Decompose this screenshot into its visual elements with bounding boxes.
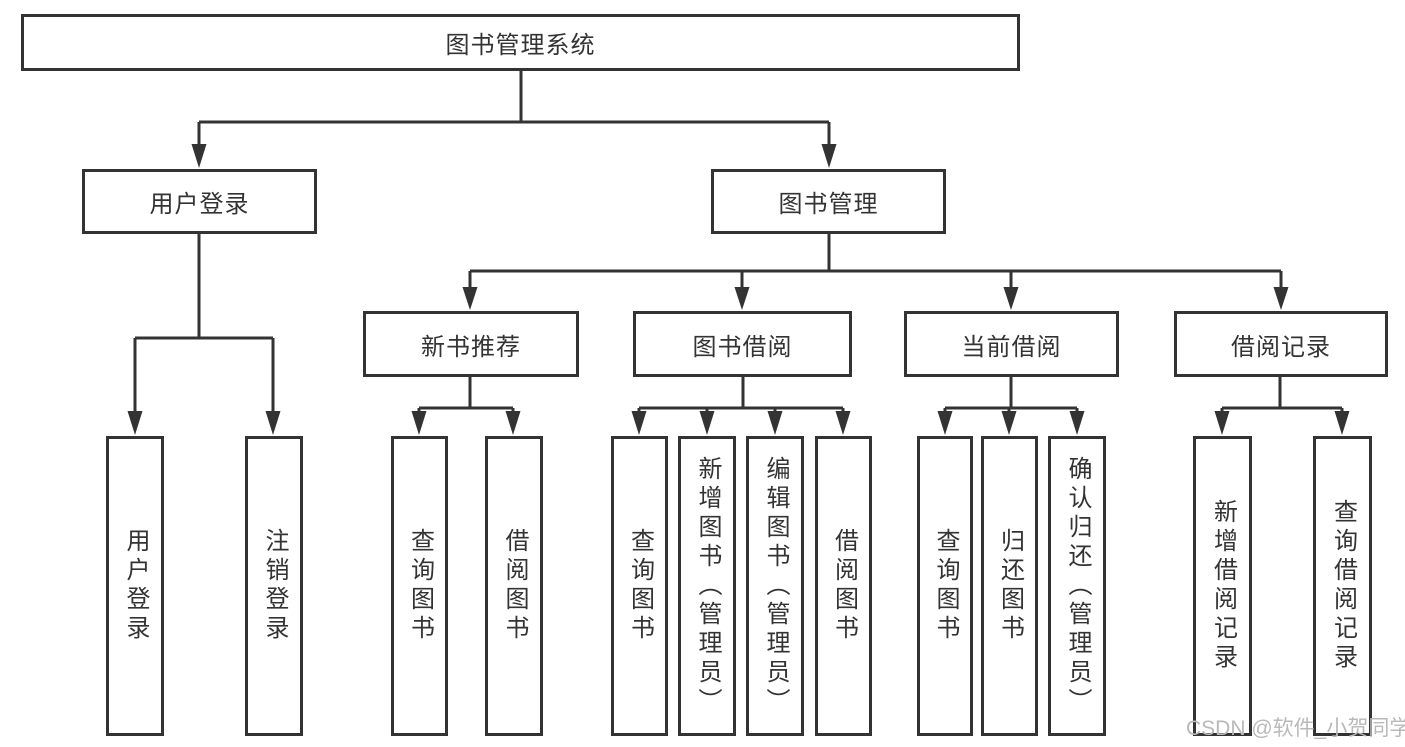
node-label: 图书借阅 <box>692 333 793 361</box>
node-borrow-records: 借阅记录 <box>1174 311 1388 377</box>
node-label: 查询借阅记录 <box>1329 499 1357 673</box>
node-label: 借阅图书 <box>501 528 528 644</box>
node-label: 借阅图书 <box>830 528 858 644</box>
leaf-borrow-query-books: 查询图书 <box>611 436 668 736</box>
connector-userlogin-to-leaves <box>127 234 281 435</box>
node-user-login: 用户登录 <box>82 169 317 234</box>
node-label: 确认归还（管理员） <box>1064 455 1091 717</box>
leaf-current-return-books: 归还图书 <box>981 436 1038 736</box>
node-book-management: 图书管理 <box>711 169 946 234</box>
node-label: 借阅记录 <box>1231 333 1331 361</box>
leaf-borrow-add-books-admin: 新增图书（管理员） <box>678 436 736 736</box>
node-label: 查询图书 <box>626 528 654 644</box>
node-label: 图书管理 <box>778 191 879 218</box>
node-label: 新增借阅记录 <box>1209 499 1237 673</box>
leaf-logout: 注销登录 <box>245 436 303 736</box>
node-book-borrow: 图书借阅 <box>633 311 852 377</box>
leaf-borrow-borrow-books: 借阅图书 <box>815 436 872 736</box>
csdn-watermark: CSDN @软件_小贺同学 <box>1186 717 1405 740</box>
node-label: 编辑图书（管理员） <box>762 455 789 717</box>
leaf-current-confirm-return-admin: 确认归还（管理员） <box>1048 436 1106 736</box>
node-label: 新书推荐 <box>421 333 521 361</box>
node-label: 当前借阅 <box>961 333 1062 361</box>
node-new-book-recommend: 新书推荐 <box>363 311 579 377</box>
connector-bookmgmt-to-level3 <box>462 234 1289 310</box>
node-label: 用户登录 <box>122 528 149 644</box>
node-label: 用户登录 <box>149 191 250 218</box>
leaf-current-query-books: 查询图书 <box>917 436 973 736</box>
connector-root-to-level2 <box>191 71 837 168</box>
connector-borrow-to-leaves <box>631 377 851 435</box>
node-label: 归还图书 <box>996 528 1024 644</box>
connector-current-to-leaves <box>937 377 1085 435</box>
leaf-recommend-borrow-books: 借阅图书 <box>485 436 543 736</box>
leaf-user-login: 用户登录 <box>106 436 164 736</box>
connector-recommend-to-leaves <box>411 377 521 435</box>
node-label: 查询图书 <box>932 528 959 644</box>
leaf-recommend-query-books: 查询图书 <box>391 436 448 736</box>
node-library-management-system: 图书管理系统 <box>21 14 1020 71</box>
node-current-borrow: 当前借阅 <box>904 311 1119 377</box>
node-label: 图书管理系统 <box>445 32 596 59</box>
connector-records-to-leaves <box>1214 377 1350 435</box>
leaf-borrow-edit-books-admin: 编辑图书（管理员） <box>746 436 804 736</box>
node-label: 注销登录 <box>261 528 288 644</box>
leaf-records-add-borrow-record: 新增借阅记录 <box>1193 436 1252 736</box>
node-label: 查询图书 <box>406 528 434 644</box>
leaf-records-query-borrow-record: 查询借阅记录 <box>1313 436 1372 736</box>
node-label: 新增图书（管理员） <box>694 455 721 717</box>
